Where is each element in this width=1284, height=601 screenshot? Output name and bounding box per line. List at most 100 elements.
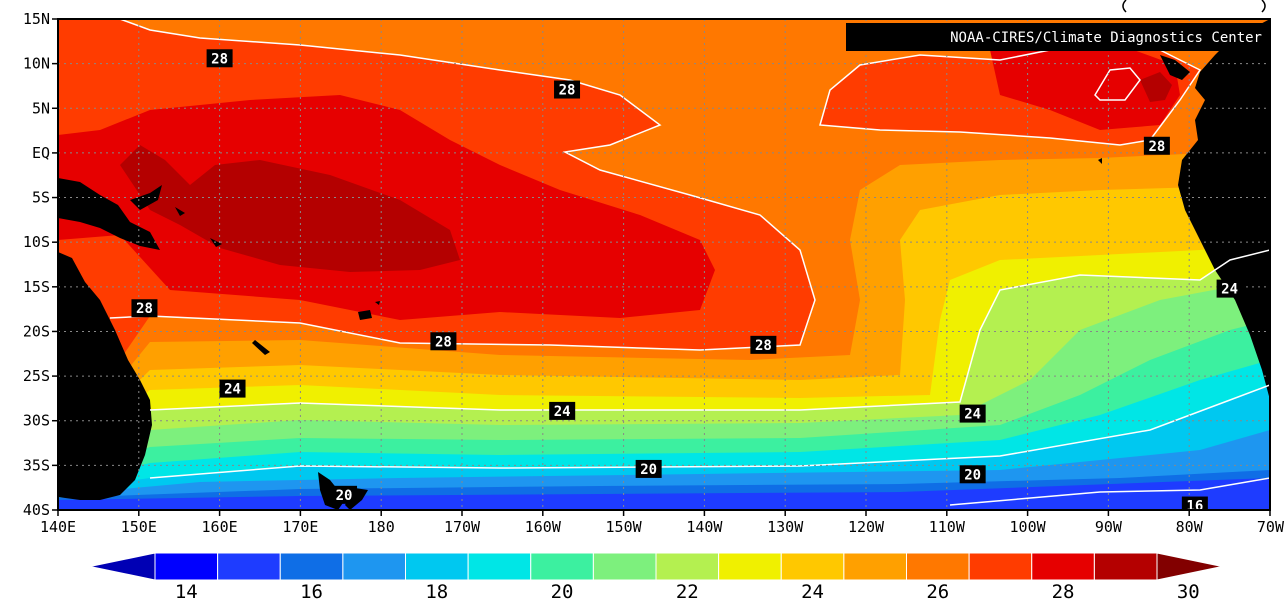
colorbar-label: 26 — [926, 581, 949, 601]
lat-tick-label: 15N — [23, 10, 50, 28]
contour-label-text: 28 — [435, 334, 452, 350]
contour-label-text: 28 — [136, 301, 153, 317]
lon-tick-label: 80W — [1176, 518, 1204, 536]
lon-tick-label: 150E — [121, 518, 157, 536]
plot-frame — [57, 18, 1271, 511]
colorbar-swatch — [968, 552, 1033, 581]
lon-tick-label: 180 — [368, 518, 395, 536]
isotherm-lines — [109, 19, 1270, 506]
contour-label: 24 — [1216, 279, 1243, 298]
colorbar-label: 28 — [1052, 581, 1075, 601]
contour-label-text: 24 — [554, 404, 571, 420]
contour-label-text: 28 — [755, 338, 772, 354]
colorbar-swatch — [1031, 552, 1095, 581]
lon-tick-label: 140E — [40, 518, 76, 536]
lon-tick-label: 160W — [525, 518, 562, 536]
contour-label-text: 20 — [336, 488, 353, 504]
colorbar — [89, 552, 1223, 581]
colorbar-label: 20 — [551, 581, 574, 601]
lon-tick-label: 70W — [1257, 518, 1284, 536]
lon-tick-label: 140W — [686, 518, 723, 536]
contour-label: 20 — [959, 465, 986, 484]
contour-label: 28 — [1143, 136, 1170, 155]
lat-tick-label: 10N — [23, 55, 50, 73]
lon-tick-label: 120W — [848, 518, 885, 536]
colorbar-swatch — [718, 552, 782, 581]
contour-label-text: 28 — [559, 83, 576, 99]
lat-tick-label: EQ — [32, 144, 50, 162]
credit-text: NOAA-CIRES/Climate Diagnostics Center — [950, 30, 1262, 46]
isotherm-28-north — [109, 19, 816, 351]
land-fiji — [358, 310, 372, 320]
isotherm-20 — [149, 384, 1270, 479]
land-new-caledonia-isl — [375, 301, 380, 305]
contour-label: 24 — [959, 404, 986, 423]
contour-label: 28 — [206, 49, 233, 68]
contour-label-text: 20 — [640, 462, 657, 478]
land-galapagos — [1098, 158, 1102, 164]
land-new-britain — [130, 185, 162, 210]
lat-tick-label: 40S — [23, 501, 50, 519]
lon-tick-label: 130W — [767, 518, 804, 536]
lat-tick-label: 20S — [23, 322, 50, 340]
isotherm-16 — [949, 477, 1270, 506]
top-right-bracket — [1122, 0, 1266, 13]
contour-label-text: 28 — [1148, 139, 1165, 155]
contour-label: 20 — [635, 459, 662, 478]
lat-tick-label: 5S — [32, 189, 50, 207]
colorbar-swatch — [405, 552, 469, 581]
colorbar-label: 30 — [1177, 581, 1200, 601]
colorbar-label: 14 — [175, 581, 198, 601]
lat-tick-label: 10S — [23, 233, 50, 251]
colorbar-swatch — [1093, 552, 1158, 581]
colorbar-swatch — [780, 552, 845, 581]
land-solomons-1 — [175, 207, 185, 216]
isotherm-28-small — [1094, 67, 1141, 101]
contour-label-text: 28 — [211, 51, 228, 67]
colorbar-swatch — [279, 552, 344, 581]
lat-tick-label: 25S — [23, 367, 50, 385]
colorbar-swatch — [906, 552, 970, 581]
colorbar-swatch — [467, 552, 532, 581]
lon-tick-label: 100W — [1010, 518, 1047, 536]
contour-label: 28 — [430, 332, 457, 351]
colorbar-swatch — [530, 552, 594, 581]
lon-tick-label: 90W — [1095, 518, 1123, 536]
isotherm-24 — [149, 249, 1270, 411]
contour-label: 20 — [331, 485, 358, 504]
contour-label: 24 — [219, 379, 246, 398]
contour-label-text: 24 — [964, 407, 981, 423]
contour-label-text: 24 — [224, 382, 241, 398]
contour-label: 24 — [549, 401, 576, 420]
contour-label: 28 — [750, 335, 777, 354]
contour-label: 16 — [1181, 496, 1208, 510]
lat-tick-label: 15S — [23, 278, 50, 296]
colorbar-label: 16 — [300, 581, 323, 601]
contour-label: 28 — [554, 80, 581, 99]
lat-tick-label: 35S — [23, 456, 50, 474]
colorbar-swatch — [592, 552, 657, 581]
colorbar-swatch — [342, 552, 406, 581]
contour-label-text: 24 — [1221, 282, 1238, 298]
lon-tick-label: 160E — [202, 518, 238, 536]
lon-tick-label: 170E — [282, 518, 318, 536]
lon-tick-label: 150W — [606, 518, 643, 536]
colorbar-swatch — [843, 552, 907, 581]
graticule — [58, 19, 1270, 510]
land-central-america — [1160, 55, 1190, 80]
colorbar-swatch — [655, 552, 720, 581]
land-south-america — [1178, 19, 1270, 400]
colorbar-low-arrow — [89, 552, 156, 581]
land-australia — [58, 252, 152, 500]
sst-band-30 — [120, 145, 460, 272]
colorbar-high-arrow — [1156, 552, 1223, 581]
lat-tick-label: 5N — [32, 99, 50, 117]
contour-label: 28 — [131, 299, 158, 318]
colorbar-label: 18 — [425, 581, 448, 601]
colorbar-label: 24 — [801, 581, 824, 601]
plot-area: 28 28 28 28 28 28 24 24 24 24 20 20 20 16 — [58, 19, 1270, 510]
